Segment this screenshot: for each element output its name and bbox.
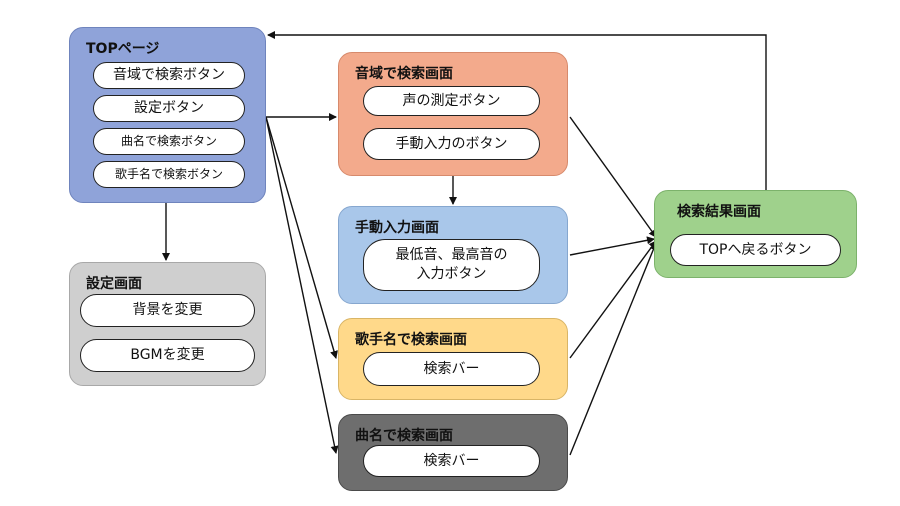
arrow-top-to-artist-search bbox=[265, 116, 338, 359]
song-search-button[interactable]: 曲名で検索ボタン bbox=[93, 128, 245, 155]
top-page-title: TOPページ bbox=[86, 41, 160, 57]
result-screen-title: 検索結果画面 bbox=[677, 204, 761, 220]
arrow-artist-to-result bbox=[569, 240, 657, 359]
song-search-bar[interactable]: 検索バー bbox=[363, 445, 540, 477]
arrow-manual-to-result bbox=[569, 236, 655, 256]
range-search-button[interactable]: 音域で検索ボタン bbox=[93, 62, 245, 89]
result-screen-box: 検索結果画面 TOPへ戻るボタン bbox=[654, 190, 857, 278]
song-search-screen-box: 曲名で検索画面 検索バー bbox=[338, 414, 568, 491]
settings-screen-box: 設定画面 背景を変更 BGMを変更 bbox=[69, 262, 266, 386]
song-search-screen-title: 曲名で検索画面 bbox=[355, 428, 453, 444]
range-search-screen-box: 音域で検索画面 声の測定ボタン 手動入力のボタン bbox=[338, 52, 568, 176]
back-to-top-button[interactable]: TOPへ戻るボタン bbox=[670, 234, 841, 266]
arrow-top-to-song-search bbox=[265, 116, 339, 454]
range-search-screen-title: 音域で検索画面 bbox=[355, 66, 453, 82]
change-bgm-button[interactable]: BGMを変更 bbox=[80, 339, 255, 372]
artist-search-button[interactable]: 歌手名で検索ボタン bbox=[93, 161, 245, 188]
manual-input-screen-box: 手動入力画面 最低音、最高音の 入力ボタン bbox=[338, 206, 568, 304]
artist-search-bar[interactable]: 検索バー bbox=[363, 352, 540, 386]
change-background-button[interactable]: 背景を変更 bbox=[80, 294, 255, 327]
arrow-song-to-result bbox=[569, 242, 658, 456]
lowest-highest-note-input-button[interactable]: 最低音、最高音の 入力ボタン bbox=[363, 239, 540, 291]
artist-search-screen-box: 歌手名で検索画面 検索バー bbox=[338, 318, 568, 400]
manual-input-button[interactable]: 手動入力のボタン bbox=[363, 128, 540, 160]
arrow-range-to-result bbox=[569, 116, 657, 238]
settings-button[interactable]: 設定ボタン bbox=[93, 95, 245, 122]
artist-search-screen-title: 歌手名で検索画面 bbox=[355, 332, 467, 348]
settings-screen-title: 設定画面 bbox=[86, 276, 142, 292]
voice-measure-button[interactable]: 声の測定ボタン bbox=[363, 86, 540, 116]
manual-input-screen-title: 手動入力画面 bbox=[355, 220, 439, 236]
top-page-box: TOPページ 音域で検索ボタン 設定ボタン 曲名で検索ボタン 歌手名で検索ボタン bbox=[69, 27, 266, 203]
